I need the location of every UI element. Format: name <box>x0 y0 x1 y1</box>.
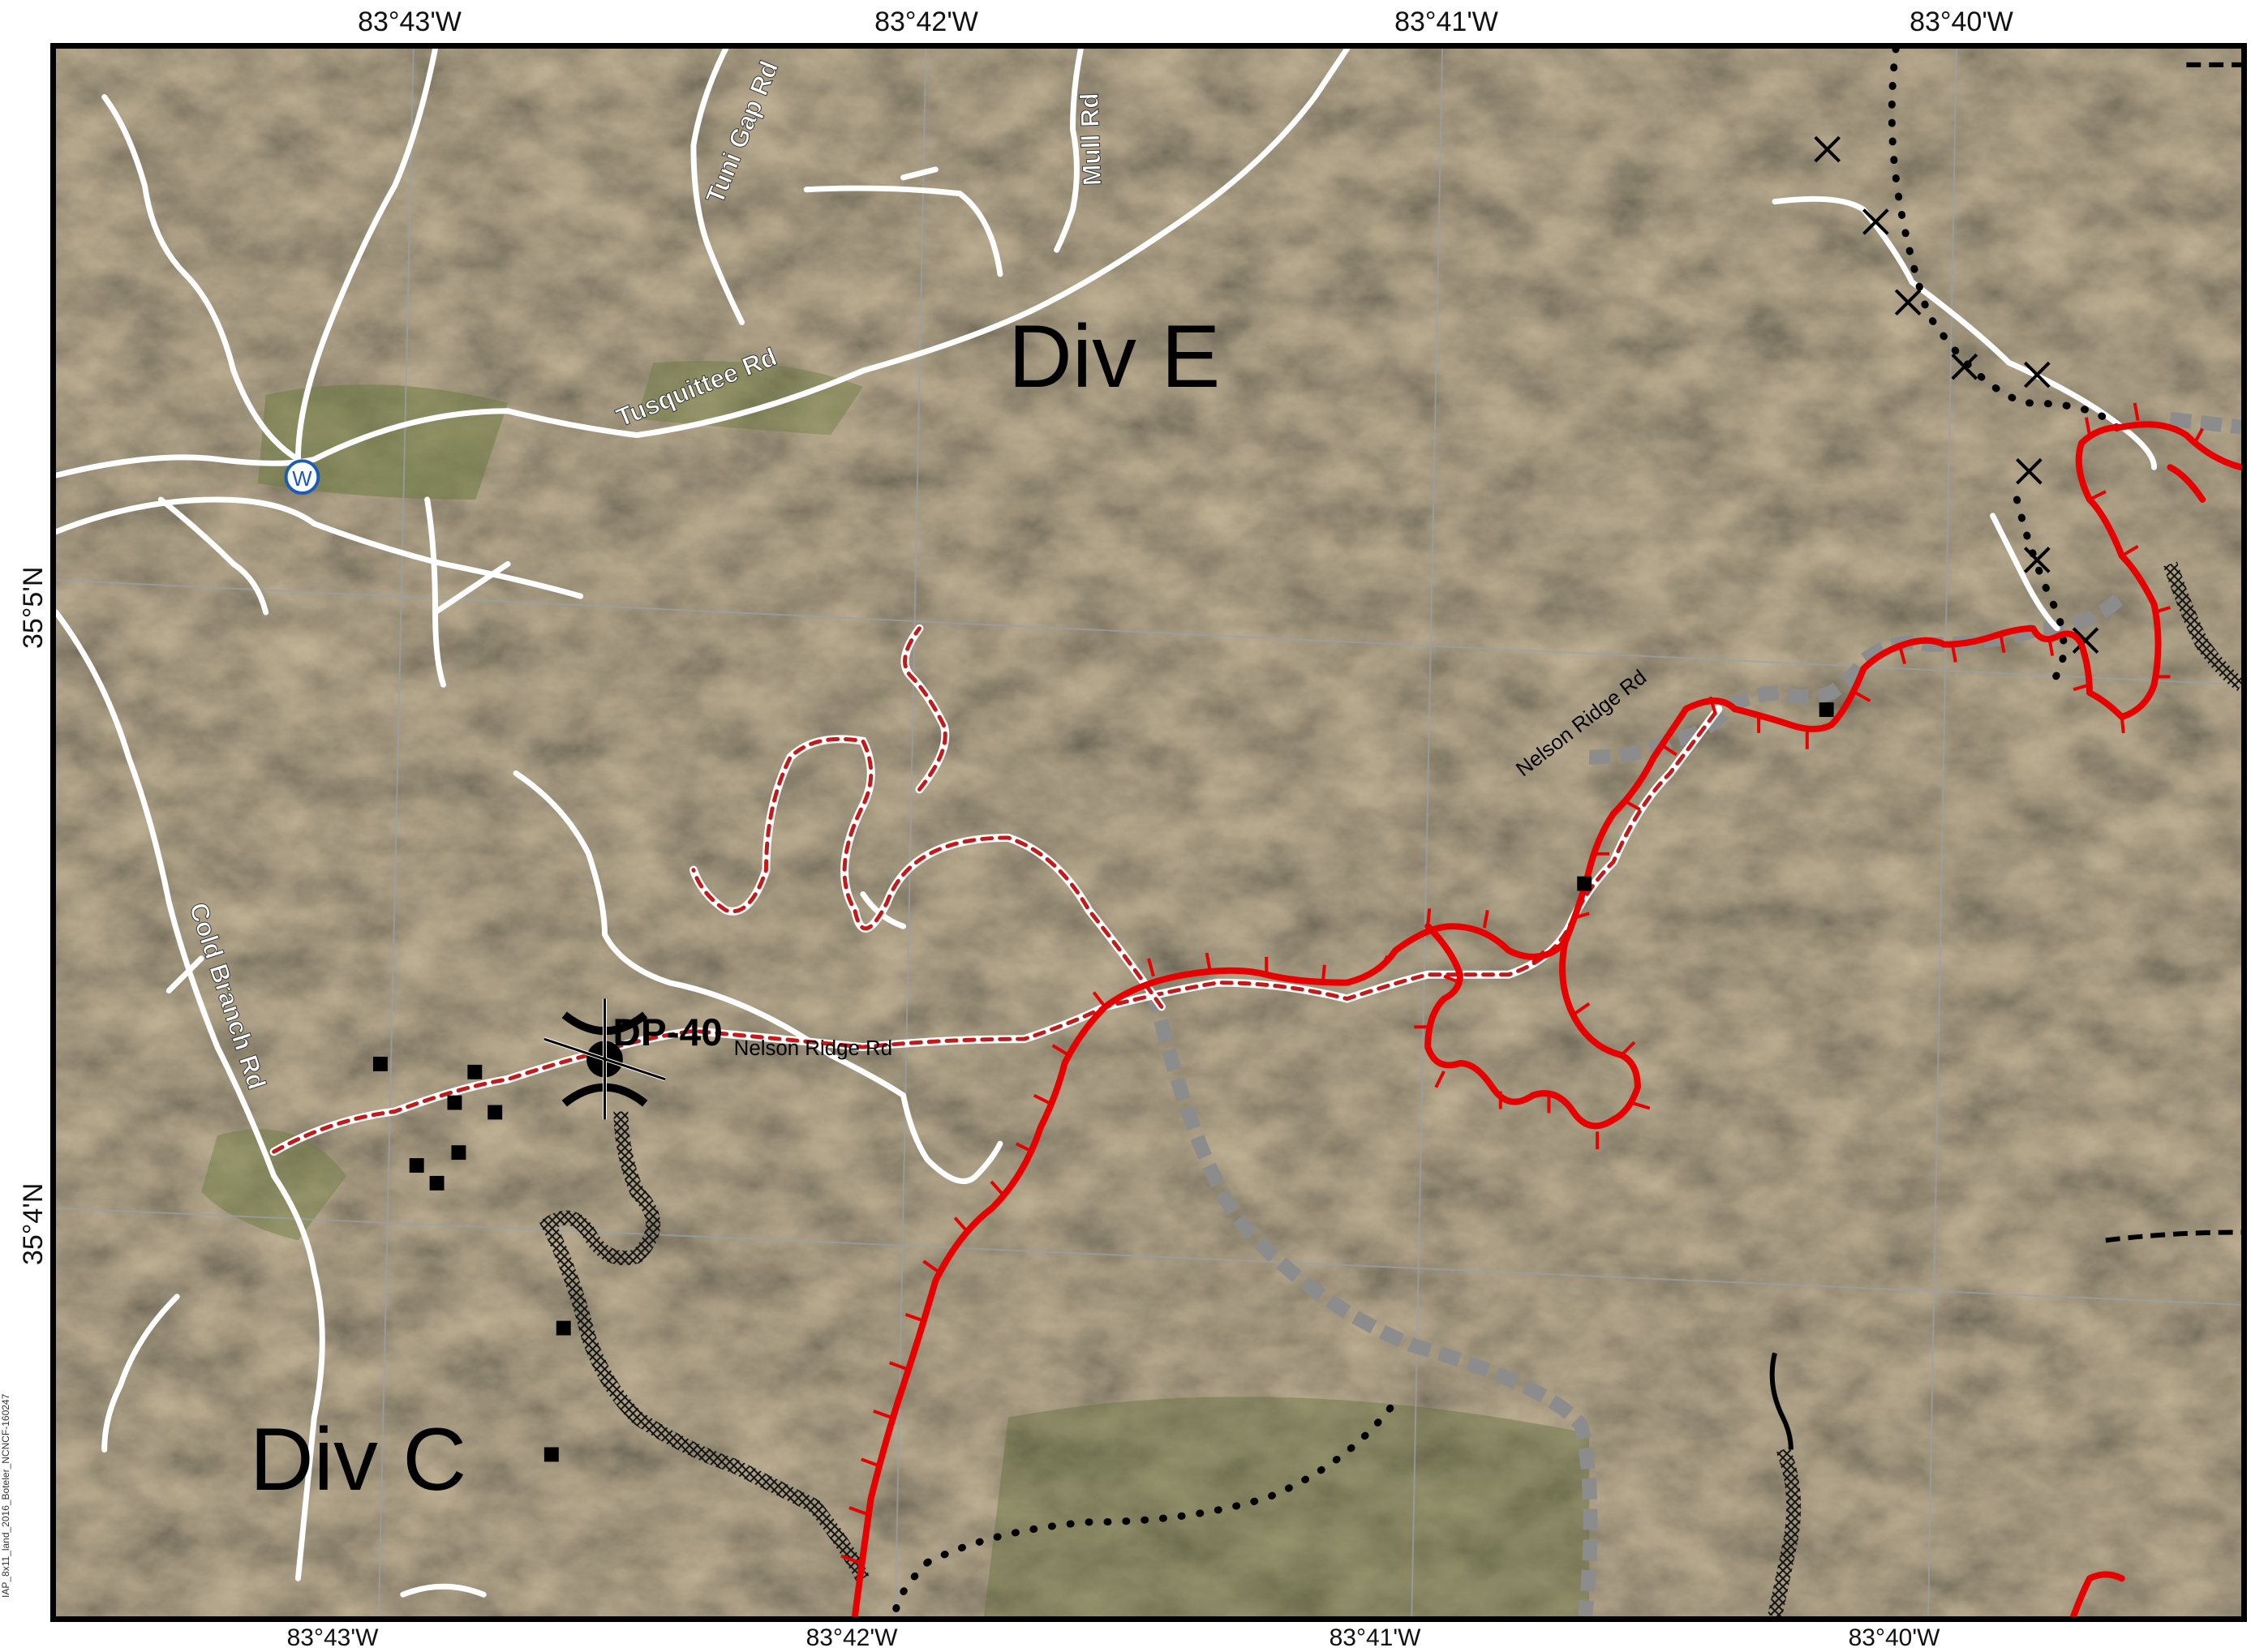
field-patch <box>201 1129 347 1241</box>
graticule-lines <box>56 49 2241 1616</box>
lon-label-bottom-3: 83°41'W <box>1329 1624 1421 1651</box>
road-network <box>56 49 2158 1598</box>
lon-label-top-4: 83°40'W <box>1909 6 2013 37</box>
lon-label-top-3: 83°41'W <box>1394 6 1498 37</box>
black-line-segment <box>1769 1352 1793 1450</box>
dozer-line <box>1146 411 2241 1616</box>
water-source-label: W <box>292 468 312 491</box>
field-patch <box>637 361 863 436</box>
map-canvas[interactable]: W Div E Div C DP-40 Tuni Gap Rd Mull Rd … <box>56 49 2241 1616</box>
hatched-line <box>539 561 2241 1616</box>
lat-label-2: 35°4'N <box>18 1182 49 1265</box>
lat-label-1: 35°5'N <box>18 566 49 649</box>
drop-point-label: DP-40 <box>612 1011 722 1054</box>
dotted-line <box>891 49 2126 1616</box>
map-frame[interactable]: W Div E Div C DP-40 Tuni Gap Rd Mull Rd … <box>50 43 2247 1622</box>
lon-label-bottom-4: 83°40'W <box>1848 1624 1940 1651</box>
x-marks <box>1814 135 2099 654</box>
fire-edge-ticks <box>840 402 2204 1564</box>
lon-label-top-2: 83°42'W <box>874 6 978 37</box>
division-e-label: Div E <box>1008 307 1220 406</box>
drop-point-icon <box>543 998 666 1120</box>
terrain-ridges <box>56 49 2241 1616</box>
division-c-label: Div C <box>250 1410 466 1509</box>
structure-markers <box>372 702 1834 1462</box>
road-label-mull: Mull Rd <box>1074 92 1106 187</box>
road-label-nelson-ridge-1: Nelson Ridge Rd <box>734 1037 892 1060</box>
lon-label-bottom-1: 83°43'W <box>286 1624 379 1651</box>
field-patch <box>984 1397 1590 1616</box>
fire-edge-line <box>851 421 2241 1616</box>
water-source-icon: W <box>284 459 320 496</box>
lon-label-bottom-2: 83°42'W <box>805 1624 898 1651</box>
black-dashed-line <box>2105 62 2241 1243</box>
map-credit: IAP_8x11_land_2016_Boteler_NCNCF-160247 <box>0 1393 11 1598</box>
lon-label-top-1: 83°43'W <box>358 6 462 37</box>
